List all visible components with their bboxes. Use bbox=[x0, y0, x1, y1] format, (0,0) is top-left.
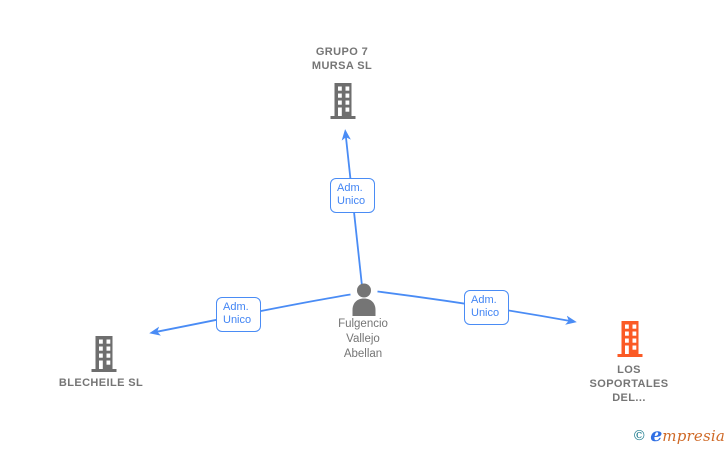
person-name-line: Vallejo bbox=[346, 333, 380, 345]
company-right-name-line: LOS bbox=[617, 364, 641, 376]
company-top-label[interactable]: GRUPO 7 MURSA SL bbox=[272, 45, 412, 73]
edge-label-adm-unico-top: Adm. Unico bbox=[330, 178, 375, 213]
company-top-name-line: GRUPO 7 bbox=[315, 46, 369, 58]
edge-label-adm-unico-left: Adm. Unico bbox=[216, 297, 261, 332]
person-label[interactable]: Fulgencio Vallejo Abellan bbox=[293, 317, 433, 362]
edge-label-line: Unico bbox=[223, 314, 252, 326]
company-left-label[interactable]: BLECHEILE SL bbox=[31, 376, 171, 390]
company-left-name-line: BLECHEILE SL bbox=[58, 377, 144, 389]
building-icon bbox=[617, 321, 643, 357]
company-top-name-line: MURSA SL bbox=[311, 60, 373, 72]
person-name-line: Abellan bbox=[343, 348, 383, 360]
person-icon bbox=[352, 283, 376, 316]
empresia-logo-text: mpresia bbox=[662, 427, 725, 445]
empresia-logo-e: e bbox=[650, 424, 663, 446]
person-name-line: Fulgencio bbox=[338, 318, 388, 330]
building-icon bbox=[330, 83, 356, 119]
edge-label-line: Adm. bbox=[337, 182, 363, 194]
person-node[interactable] bbox=[350, 283, 378, 316]
company-right-name-line: DEL... bbox=[612, 392, 646, 404]
edge-label-line: Adm. bbox=[223, 301, 249, 313]
company-right-node[interactable] bbox=[616, 321, 644, 357]
edge-label-line: Unico bbox=[471, 307, 500, 319]
company-left-node[interactable] bbox=[90, 336, 118, 372]
empresia-logo: ©empresia bbox=[632, 424, 725, 446]
company-top-node[interactable] bbox=[329, 83, 357, 119]
company-right-label[interactable]: LOS SOPORTALES DEL... bbox=[559, 363, 699, 405]
copyright-icon: © bbox=[632, 428, 647, 444]
company-right-name-line: SOPORTALES bbox=[589, 378, 669, 390]
edge-label-line: Unico bbox=[337, 195, 366, 207]
edge-label-line: Adm. bbox=[471, 294, 497, 306]
building-icon bbox=[91, 336, 117, 372]
edge-label-adm-unico-right: Adm. Unico bbox=[464, 290, 509, 325]
